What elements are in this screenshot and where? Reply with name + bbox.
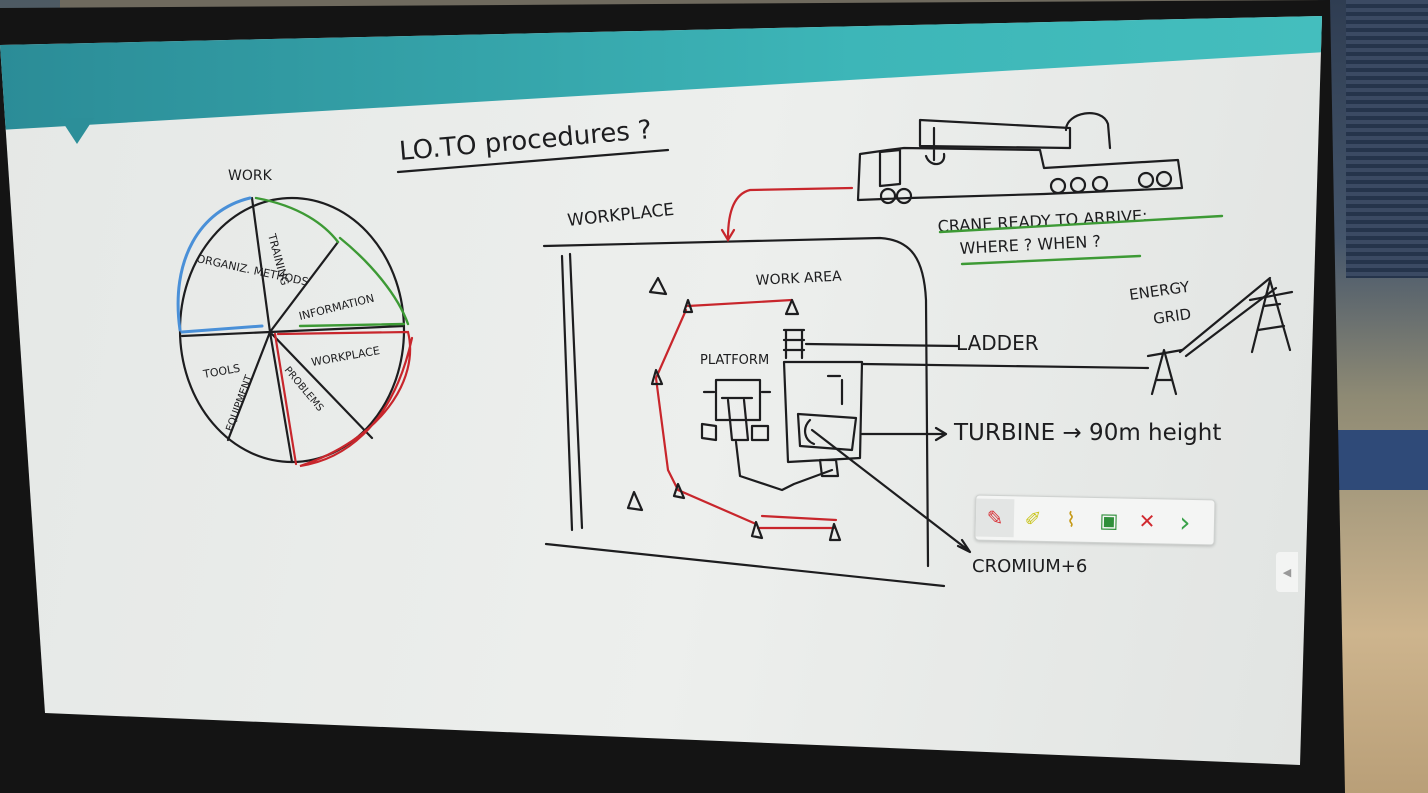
crane-wheel xyxy=(895,187,913,205)
pie-label-information: INFORMATION xyxy=(298,292,376,323)
chevron-right-icon: › xyxy=(1179,505,1191,539)
crane-arrival-arrow xyxy=(726,186,854,240)
crane-drawing: CRANE READY TO ARRIVE: WHERE ? WHEN ? xyxy=(856,112,1224,266)
pie-segment-workplace-outline xyxy=(273,330,414,468)
cromium-label: CROMIUM+6 xyxy=(972,556,1087,577)
energy-grid-drawing: ENERGY GRID xyxy=(1128,276,1294,396)
crane-note-underline-2 xyxy=(960,254,1142,266)
crane-wheel xyxy=(879,187,897,205)
power-lines xyxy=(1178,276,1278,358)
pencil-icon: ✎ xyxy=(986,505,1004,531)
workplace-boundary-bottom xyxy=(544,542,946,588)
workplace-boundary-top xyxy=(542,236,930,568)
crane-body xyxy=(856,112,1184,202)
highlighter-icon: ✐ xyxy=(1024,506,1042,531)
pie-segment-training-outline xyxy=(254,196,410,328)
turbine-pointer xyxy=(860,426,948,442)
drawing-toolbar: ✎ ✐ ⌇ ▣ ✕ › xyxy=(974,494,1216,546)
window-frame xyxy=(1338,430,1428,490)
crane-wheel xyxy=(1049,177,1067,195)
crane-note-line2: WHERE ? WHEN ? xyxy=(959,232,1101,258)
pie-label-workplace: WORKPLACE xyxy=(310,344,381,369)
power-pylons xyxy=(1146,278,1294,396)
pie-segment-organization-outline xyxy=(176,196,264,334)
platform-label: PLATFORM xyxy=(700,353,769,368)
side-panel-toggle[interactable]: ◀ xyxy=(1276,552,1298,592)
pie-label-tools: TOOLS xyxy=(201,362,241,381)
ladder-drawing xyxy=(782,328,806,360)
chevron-left-icon: ◀ xyxy=(1282,566,1292,579)
broom-icon: ⌇ xyxy=(1065,507,1077,532)
pie-label-organization: ORGANIZ. METHODS xyxy=(195,252,309,288)
cromium-pointer xyxy=(810,428,972,554)
workplace-label: WORKPLACE xyxy=(566,200,675,231)
energy-label-line1: ENERGY xyxy=(1128,278,1191,304)
pie-dividers xyxy=(180,196,406,464)
ladder-label: LADDER xyxy=(956,331,1039,355)
warning-cones xyxy=(626,276,842,542)
save-tool[interactable]: ▣ xyxy=(1090,501,1129,540)
window-blinds xyxy=(1346,0,1428,278)
grid-cable xyxy=(860,362,1150,370)
next-tool[interactable]: › xyxy=(1166,502,1205,541)
ladder-pointer xyxy=(804,342,960,348)
pie-label-equipment: EQUIPMENT xyxy=(224,373,255,433)
title-underline xyxy=(396,148,670,174)
close-tool[interactable]: ✕ xyxy=(1128,502,1167,541)
work-area-label: WORK AREA xyxy=(755,268,842,288)
eraser-tool[interactable]: ⌇ xyxy=(1052,500,1091,539)
work-area-barrier xyxy=(654,298,838,530)
turbine-housing xyxy=(782,360,864,478)
platform-vehicle xyxy=(700,378,834,492)
crane-wheel xyxy=(1137,171,1155,189)
crane-note-underline-1 xyxy=(938,214,1224,234)
board-title: LO.TO procedures ? xyxy=(398,115,653,167)
crane-wheel xyxy=(1069,176,1087,194)
highlighter-tool[interactable]: ✐ xyxy=(1014,499,1053,538)
pen-tool[interactable]: ✎ xyxy=(975,498,1015,538)
pie-top-label: WORK xyxy=(228,168,273,184)
close-icon: ✕ xyxy=(1138,508,1156,534)
save-icon: ▣ xyxy=(1099,508,1119,533)
crane-wheel xyxy=(1091,175,1109,193)
crane-arrival-arrowhead xyxy=(720,228,736,243)
workplace-diagram: WORKPLACE WORK AREA PLATFORM LADDER TURB… xyxy=(542,186,1221,588)
energy-label-line2: GRID xyxy=(1152,305,1192,328)
pie-diagram: WORK ORGANIZ. METHODS TRAINING INFORMATI… xyxy=(176,168,414,468)
turbine-label: TURBINE → 90m height xyxy=(953,420,1221,446)
workplace-wall xyxy=(560,252,584,532)
crane-wheel xyxy=(1155,170,1173,188)
top-bar-collapse-tab[interactable] xyxy=(60,118,94,144)
pie-label-problems: PROBLEMS xyxy=(282,365,326,414)
